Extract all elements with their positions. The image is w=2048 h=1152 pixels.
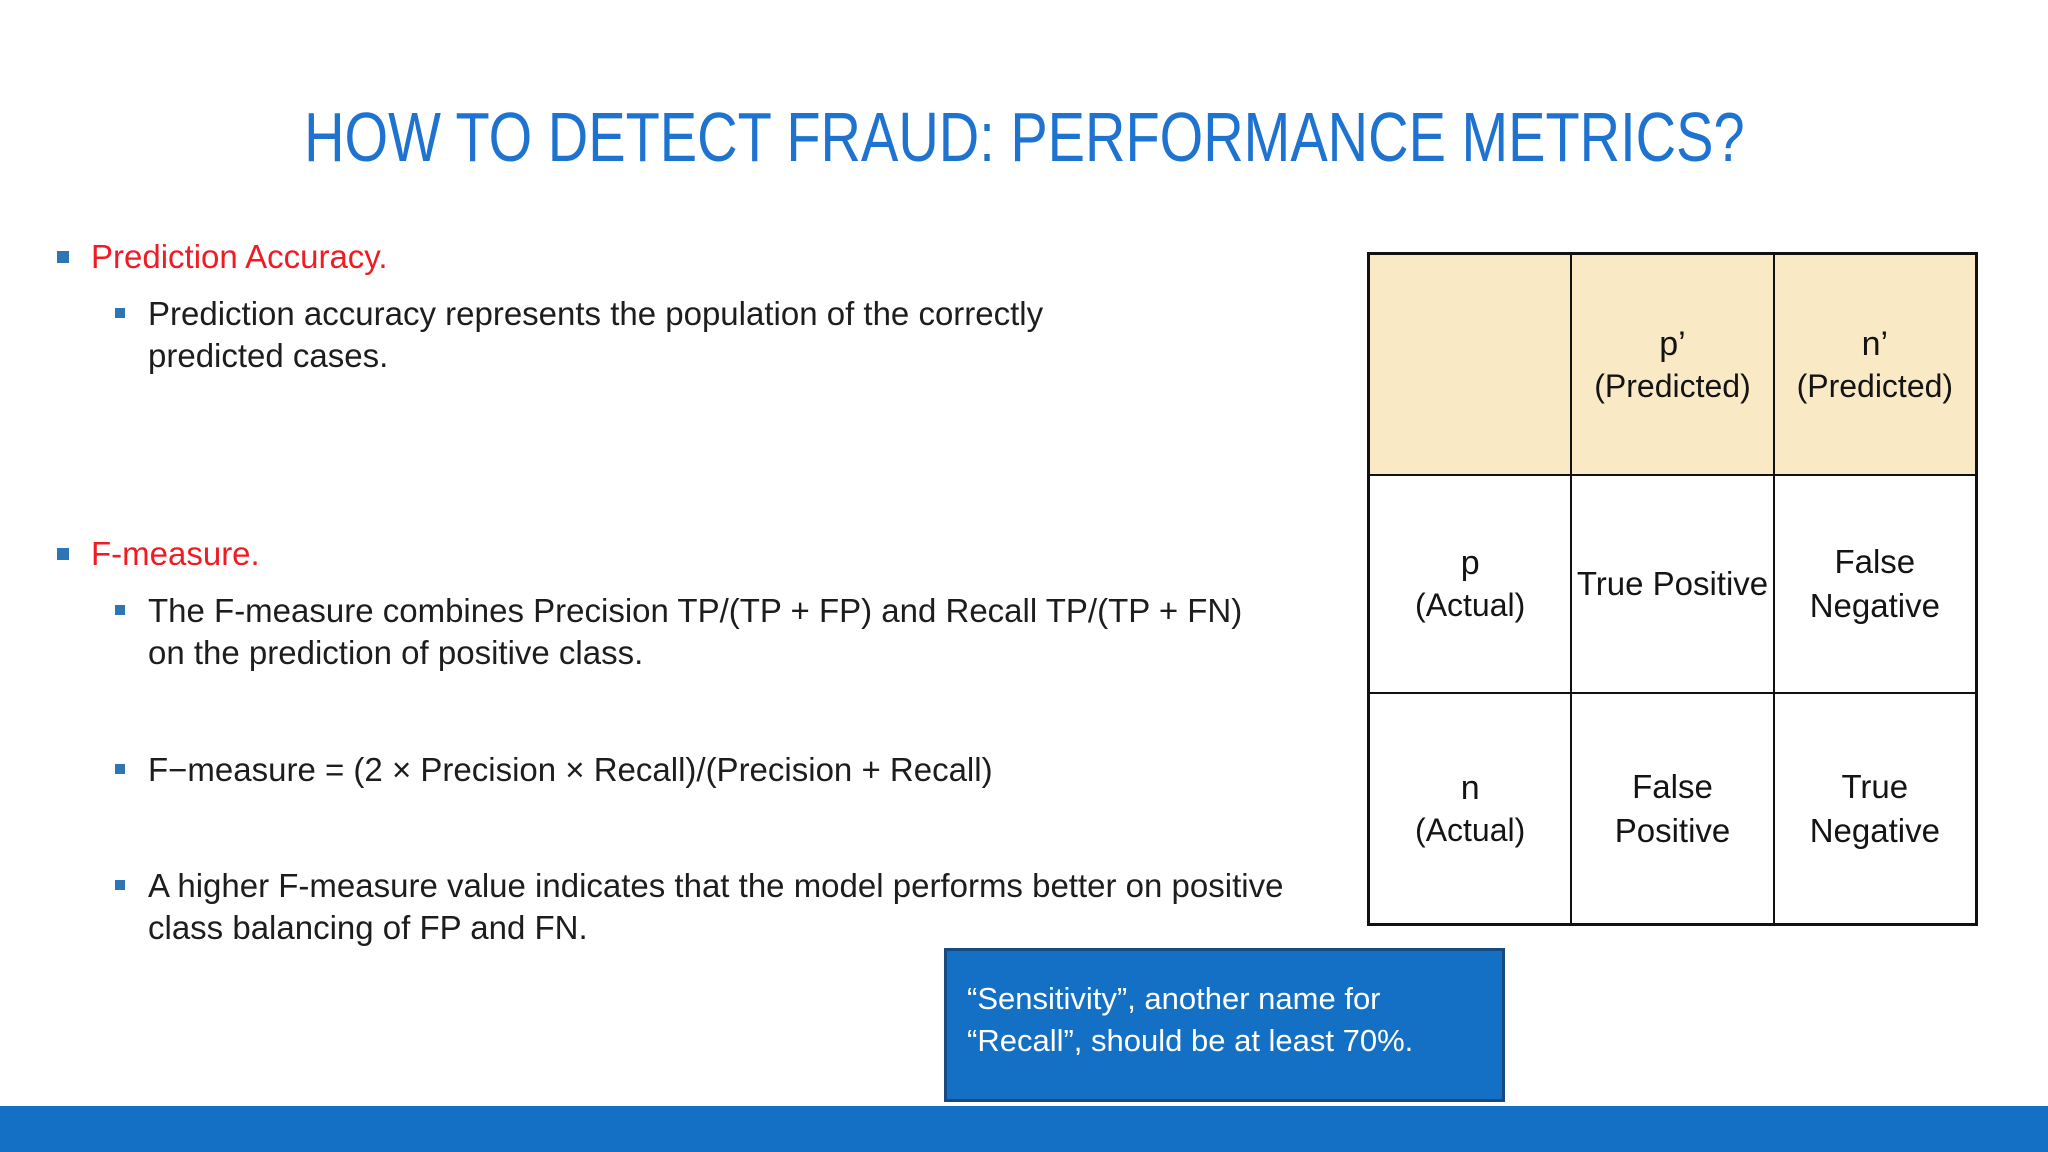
bullet-square-icon	[57, 251, 69, 263]
matrix-cell-true-negative: True Negative	[1773, 693, 1976, 924]
bullet-text: A higher F-measure value indicates that …	[148, 867, 1284, 946]
matrix-row-header-n-actual: n (Actual)	[1369, 693, 1572, 924]
matrix-row-header-p-actual: p (Actual)	[1369, 475, 1572, 693]
bullet-square-icon	[115, 764, 125, 774]
bullet-text: The F-measure combines Precision TP/(TP …	[148, 592, 1243, 671]
page-title: HOW TO DETECT FRAUD: PERFORMANCE METRICS…	[0, 98, 2048, 176]
page-title-text: HOW TO DETECT FRAUD: PERFORMANCE METRICS…	[303, 98, 1745, 176]
bullet-prediction-accuracy: Prediction Accuracy.	[57, 236, 1341, 278]
bullet-text: Prediction accuracy represents the popul…	[148, 295, 1044, 374]
bullet-text: F−measure = (2 × Precision × Recall)/(Pr…	[148, 751, 993, 788]
bullet-f-measure-detail: The F-measure combines Precision TP/(TP …	[115, 590, 1288, 674]
bullet-prediction-accuracy-detail: Prediction accuracy represents the popul…	[115, 293, 1188, 377]
bullet-square-icon	[57, 548, 69, 560]
bullet-f-measure-formula: F−measure = (2 × Precision × Recall)/(Pr…	[115, 749, 1398, 791]
col-header-symbol: n’	[1861, 324, 1889, 363]
bullet-f-measure: F-measure.	[57, 533, 1341, 575]
row-header-symbol: n	[1460, 768, 1480, 807]
row-header-symbol: p	[1460, 544, 1480, 582]
bullet-text: Prediction Accuracy.	[91, 238, 388, 275]
matrix-cell-true-positive: True Positive	[1571, 475, 1774, 693]
bullet-square-icon	[115, 605, 125, 615]
col-header-sub: (Predicted)	[1594, 367, 1751, 404]
col-header-symbol: p’	[1659, 324, 1686, 363]
matrix-col-header-p-predicted: p’ (Predicted)	[1571, 254, 1774, 475]
matrix-col-header-n-predicted: n’ (Predicted)	[1773, 254, 1976, 475]
matrix-cell-false-positive: False Positive	[1571, 693, 1774, 924]
confusion-matrix-table: p’ (Predicted) n’ (Predicted) p (Actual)…	[1367, 252, 1978, 926]
sensitivity-callout-text: “Sensitivity”, another name for “Recall”…	[967, 981, 1414, 1058]
sensitivity-callout: “Sensitivity”, another name for “Recall”…	[944, 948, 1505, 1102]
bullet-square-icon	[115, 880, 125, 890]
col-header-sub: (Predicted)	[1796, 367, 1954, 404]
row-header-sub: (Actual)	[1415, 587, 1526, 623]
matrix-corner-cell	[1369, 254, 1572, 475]
bullet-square-icon	[115, 308, 125, 318]
bullet-text: F-measure.	[91, 535, 260, 572]
bullet-f-measure-interpretation: A higher F-measure value indicates that …	[115, 865, 1288, 949]
footer-bar	[0, 1106, 2048, 1152]
row-header-sub: (Actual)	[1415, 811, 1526, 848]
matrix-cell-false-negative: False Negative	[1773, 475, 1976, 693]
